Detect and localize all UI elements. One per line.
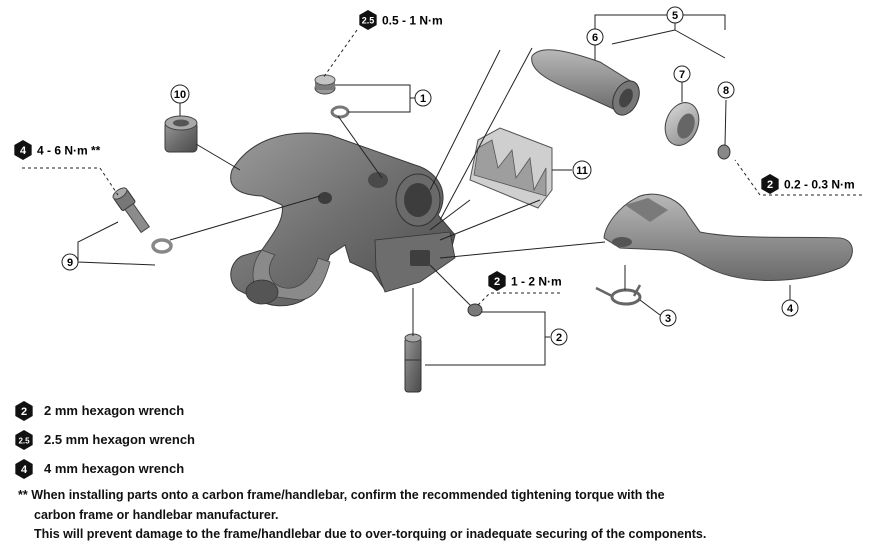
callout-9: 9 — [61, 253, 79, 271]
torque-spec-left: 4 4 - 6 N·m ** — [14, 140, 101, 160]
torque-tool-top: 2.5 — [362, 16, 375, 26]
lever-body — [230, 132, 456, 307]
svg-text:9: 9 — [67, 257, 73, 269]
svg-text:10: 10 — [174, 89, 186, 101]
torque-spec-center: 2 1 - 2 N·m — [488, 271, 562, 291]
svg-text:4: 4 — [21, 464, 28, 476]
callout-10: 10 — [170, 84, 190, 104]
svg-text:4: 4 — [787, 303, 794, 315]
torque-tool-right: 2 — [767, 179, 773, 191]
part-7-diaphragm — [664, 102, 700, 146]
torque-value-center: 1 - 2 N·m — [511, 275, 562, 289]
part-10-clamp-collar — [164, 115, 198, 153]
callout-3: 3 — [659, 309, 677, 327]
legend-row-4mm: 4 4 mm hexagon wrench — [14, 454, 195, 483]
callout-4: 4 — [781, 299, 799, 317]
note-line-1: ** When installing parts onto a carbon f… — [18, 488, 665, 502]
torque-tool-center: 2 — [494, 276, 500, 288]
callout-6: 6 — [586, 28, 604, 46]
svg-text:6: 6 — [592, 32, 598, 44]
callout-1: 1 — [414, 89, 432, 107]
legend-label-2-5mm: 2.5 mm hexagon wrench — [44, 432, 195, 447]
hex-wrench-2-5mm-icon: 2.5 — [15, 429, 33, 450]
torque-value-right: 0.2 - 0.3 N·m — [784, 178, 855, 192]
hex-wrench-2mm-icon: 2 — [15, 400, 33, 421]
svg-text:8: 8 — [723, 85, 729, 97]
callout-7: 7 — [673, 65, 691, 83]
torque-value-top: 0.5 - 1 N·m — [382, 14, 443, 28]
svg-text:7: 7 — [679, 69, 685, 81]
callout-8: 8 — [717, 81, 735, 99]
torque-value-left: 4 - 6 N·m ** — [37, 144, 101, 158]
part-2-pivot-pin — [404, 303, 483, 393]
legend-row-2mm: 2 2 mm hexagon wrench — [14, 396, 195, 425]
legend-row-2-5mm: 2.5 2.5 mm hexagon wrench — [14, 425, 195, 454]
svg-text:3: 3 — [665, 313, 671, 325]
svg-text:2: 2 — [21, 406, 27, 418]
torque-tool-left: 4 — [20, 145, 27, 157]
svg-text:11: 11 — [576, 165, 588, 177]
callout-2: 2 — [550, 328, 568, 346]
hex-wrench-4mm-icon: 4 — [15, 458, 33, 479]
svg-text:5: 5 — [672, 10, 678, 22]
torque-spec-right: 2 0.2 - 0.3 N·m — [761, 174, 855, 194]
legend-label-2mm: 2 mm hexagon wrench — [44, 403, 185, 418]
part-11-cover — [469, 127, 553, 209]
carbon-frame-note: ** When installing parts onto a carbon f… — [18, 486, 706, 545]
note-line-3: This will prevent damage to the frame/ha… — [34, 527, 707, 541]
svg-text:2.5: 2.5 — [18, 436, 30, 445]
callout-5: 5 — [666, 6, 684, 24]
part-3-return-spring — [595, 284, 642, 306]
torque-spec-top: 2.5 0.5 - 1 N·m — [359, 10, 443, 30]
part-1-cap-screw — [314, 74, 350, 119]
svg-text:1: 1 — [420, 93, 426, 105]
note-line-2: carbon frame or handlebar manufacturer. — [34, 507, 279, 522]
tool-legend: 2 2 mm hexagon wrench 2.5 2.5 mm hexagon… — [14, 396, 195, 483]
part-8-bleed-screw — [717, 144, 731, 160]
svg-text:2: 2 — [556, 332, 562, 344]
part-6-reservoir — [531, 49, 640, 116]
part-9-clamp-bolt — [112, 187, 173, 254]
callout-11: 11 — [572, 160, 592, 180]
legend-label-4mm: 4 mm hexagon wrench — [44, 461, 185, 476]
part-4-lever-blade — [603, 193, 853, 281]
